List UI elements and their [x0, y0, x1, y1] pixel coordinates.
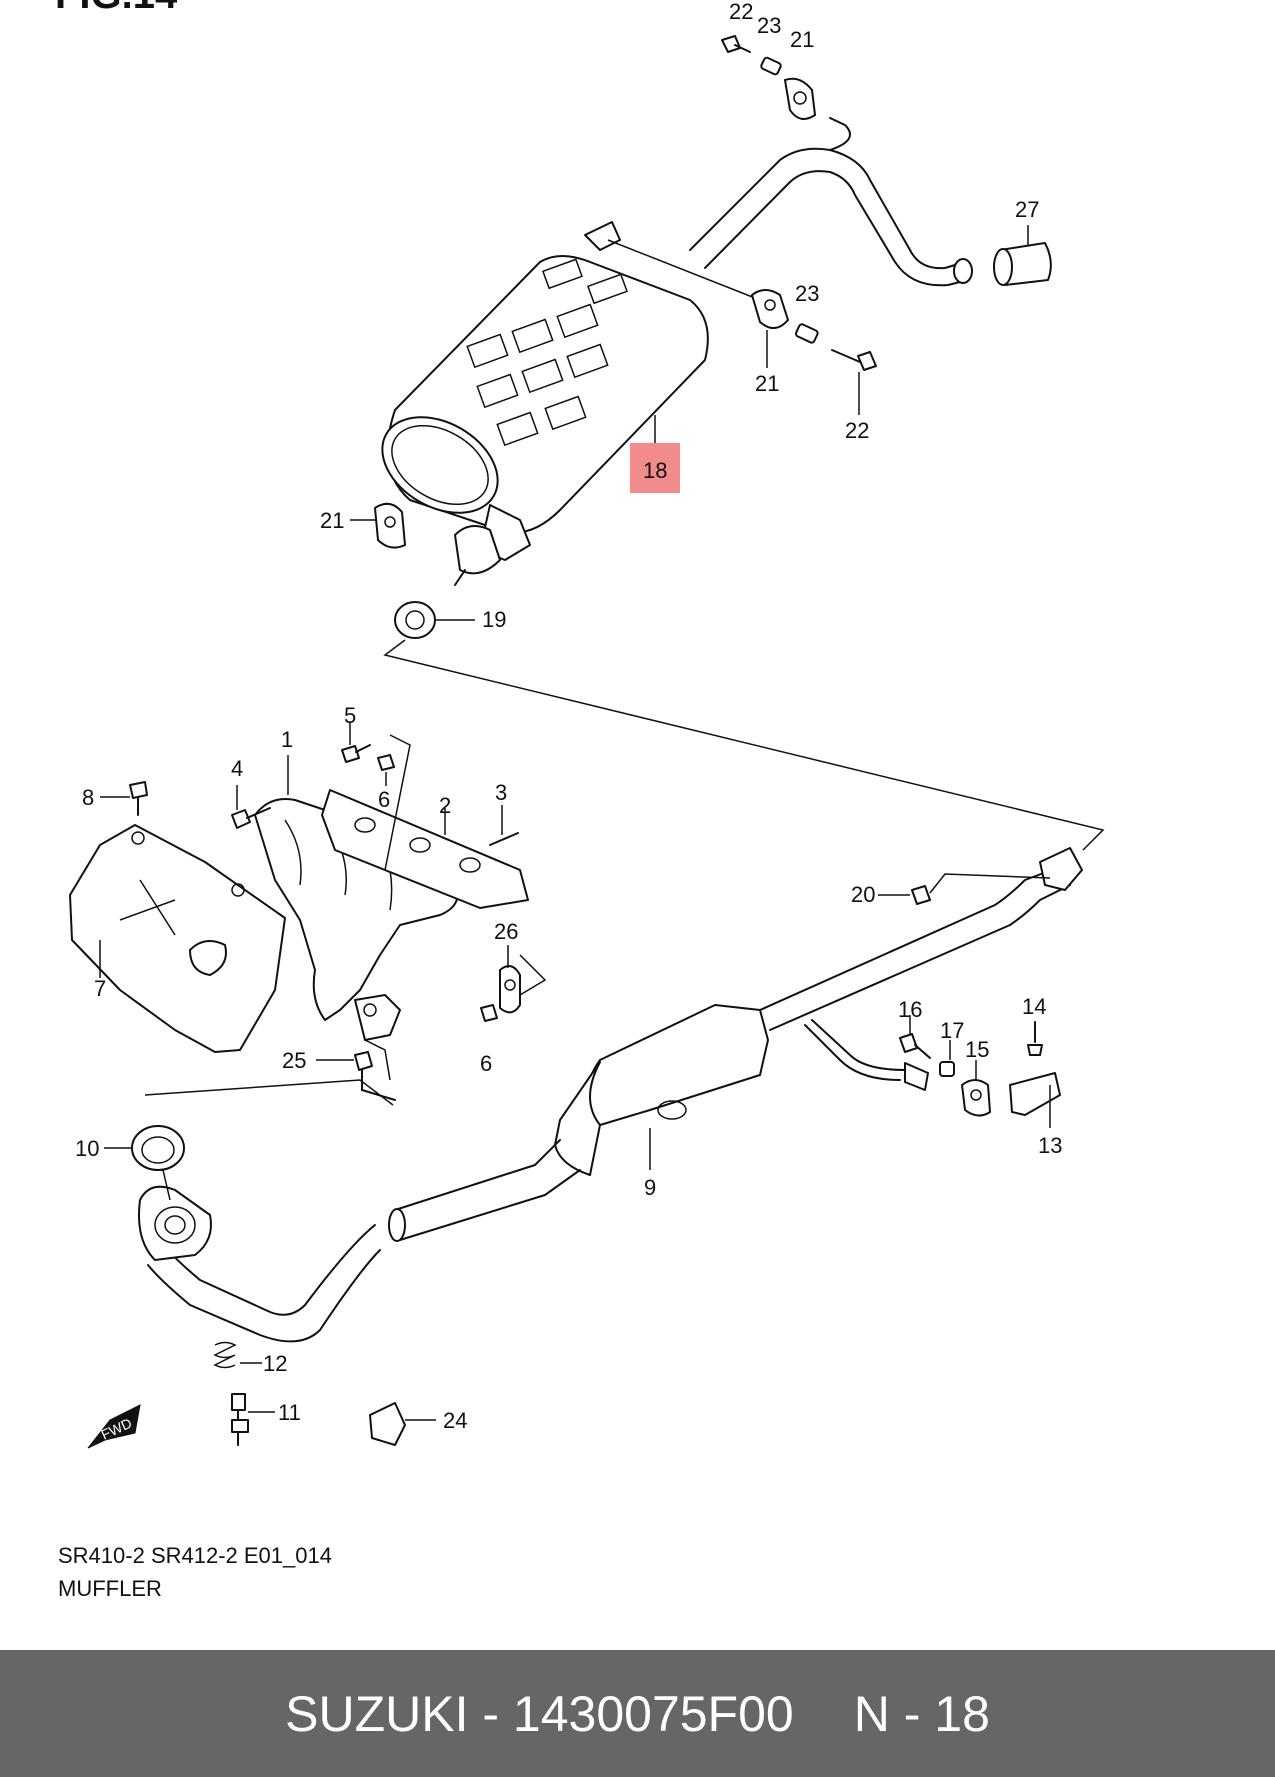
muffler-assembly — [381, 117, 973, 586]
heat-shield-7 — [69, 824, 286, 1053]
nut-6-top — [377, 754, 395, 771]
clip-24 — [369, 1402, 406, 1446]
label-21-top: 21 — [790, 27, 814, 52]
bolt-11 — [231, 1393, 249, 1446]
pipe-end-27 — [993, 242, 1052, 286]
fwd-arrow-icon — [87, 1404, 141, 1449]
label-17: 17 — [940, 1018, 964, 1043]
bolt-4 — [231, 807, 271, 829]
bolt-22-right — [831, 349, 877, 371]
label-10: 10 — [75, 1136, 99, 1161]
gasket-19 — [394, 601, 436, 639]
label-27: 27 — [1015, 197, 1039, 222]
gasket-26 — [499, 965, 521, 1014]
bolt-8 — [129, 781, 148, 816]
stud-3 — [489, 832, 519, 846]
label-9: 9 — [644, 1175, 656, 1200]
spring-12 — [213, 1341, 237, 1369]
label-24: 24 — [443, 1408, 467, 1433]
bracket-13 — [1009, 1072, 1061, 1116]
nut-20 — [911, 885, 931, 905]
label-3: 3 — [495, 780, 507, 805]
label-26: 26 — [494, 919, 518, 944]
footer-brand: SUZUKI — [285, 1685, 469, 1742]
label-19: 19 — [482, 607, 506, 632]
collar-23-right — [794, 323, 819, 344]
collar-23-top — [760, 56, 782, 76]
label-2: 2 — [439, 793, 451, 818]
rubber-mount-21-right — [751, 289, 789, 329]
label-13: 13 — [1038, 1133, 1062, 1158]
exhaust-parts-diagram: FIG.14 — [55, 0, 1105, 1449]
label-7: 7 — [94, 976, 106, 1001]
label-6-bottom: 6 — [480, 1051, 492, 1076]
label-1: 1 — [281, 727, 293, 752]
bolt-25 — [354, 1051, 396, 1101]
part-number-labels: 22 23 21 27 23 21 22 18 21 19 5 1 4 8 6 … — [75, 0, 1062, 1433]
label-4: 4 — [231, 756, 243, 781]
label-12: 12 — [263, 1351, 287, 1376]
label-15: 15 — [965, 1037, 989, 1062]
label-14: 14 — [1022, 994, 1046, 1019]
label-23-top: 23 — [757, 13, 781, 38]
label-6-top: 6 — [378, 787, 390, 812]
screw-14 — [1027, 1021, 1043, 1056]
label-23-right: 23 — [795, 281, 819, 306]
part-info-footer: SUZUKI - 1430075F00 N - 18 — [0, 1650, 1275, 1777]
footer-ref: N - 18 — [853, 1685, 990, 1742]
fwd-label: FWD — [99, 1415, 135, 1443]
sensor-16 — [899, 1033, 931, 1059]
label-11: 11 — [278, 1400, 301, 1425]
nut-6-bottom — [480, 1004, 498, 1022]
bolt-5 — [341, 744, 371, 763]
label-5: 5 — [344, 703, 356, 728]
label-16: 16 — [898, 997, 922, 1022]
figure-title: FIG.14 — [55, 0, 178, 17]
label-22-top: 22 — [729, 0, 753, 24]
ring-gasket-10 — [131, 1125, 185, 1171]
rubber-mount-21-left — [374, 502, 406, 549]
label-20: 20 — [851, 882, 875, 907]
diagram-name-caption: MUFFLER — [58, 1576, 162, 1601]
diagram-code-caption: SR410-2 SR412-2 E01_014 — [58, 1543, 332, 1568]
footer-part-number: 1430075F00 — [512, 1685, 794, 1742]
highlight-marker-18 — [630, 443, 680, 493]
hanger-15 — [961, 1079, 991, 1117]
label-22-right: 22 — [845, 418, 869, 443]
label-18: 18 — [643, 458, 667, 483]
label-21-right: 21 — [755, 371, 779, 396]
cap-17 — [939, 1061, 955, 1077]
rubber-mount-21-top — [784, 77, 816, 120]
label-8: 8 — [82, 785, 94, 810]
label-25: 25 — [282, 1048, 306, 1073]
footer-separator: - — [468, 1685, 513, 1742]
front-exhaust-pipe — [138, 847, 1083, 1343]
bolt-22-top — [721, 35, 751, 53]
label-21-left: 21 — [320, 508, 344, 533]
manifold-gasket-2 — [321, 789, 529, 909]
